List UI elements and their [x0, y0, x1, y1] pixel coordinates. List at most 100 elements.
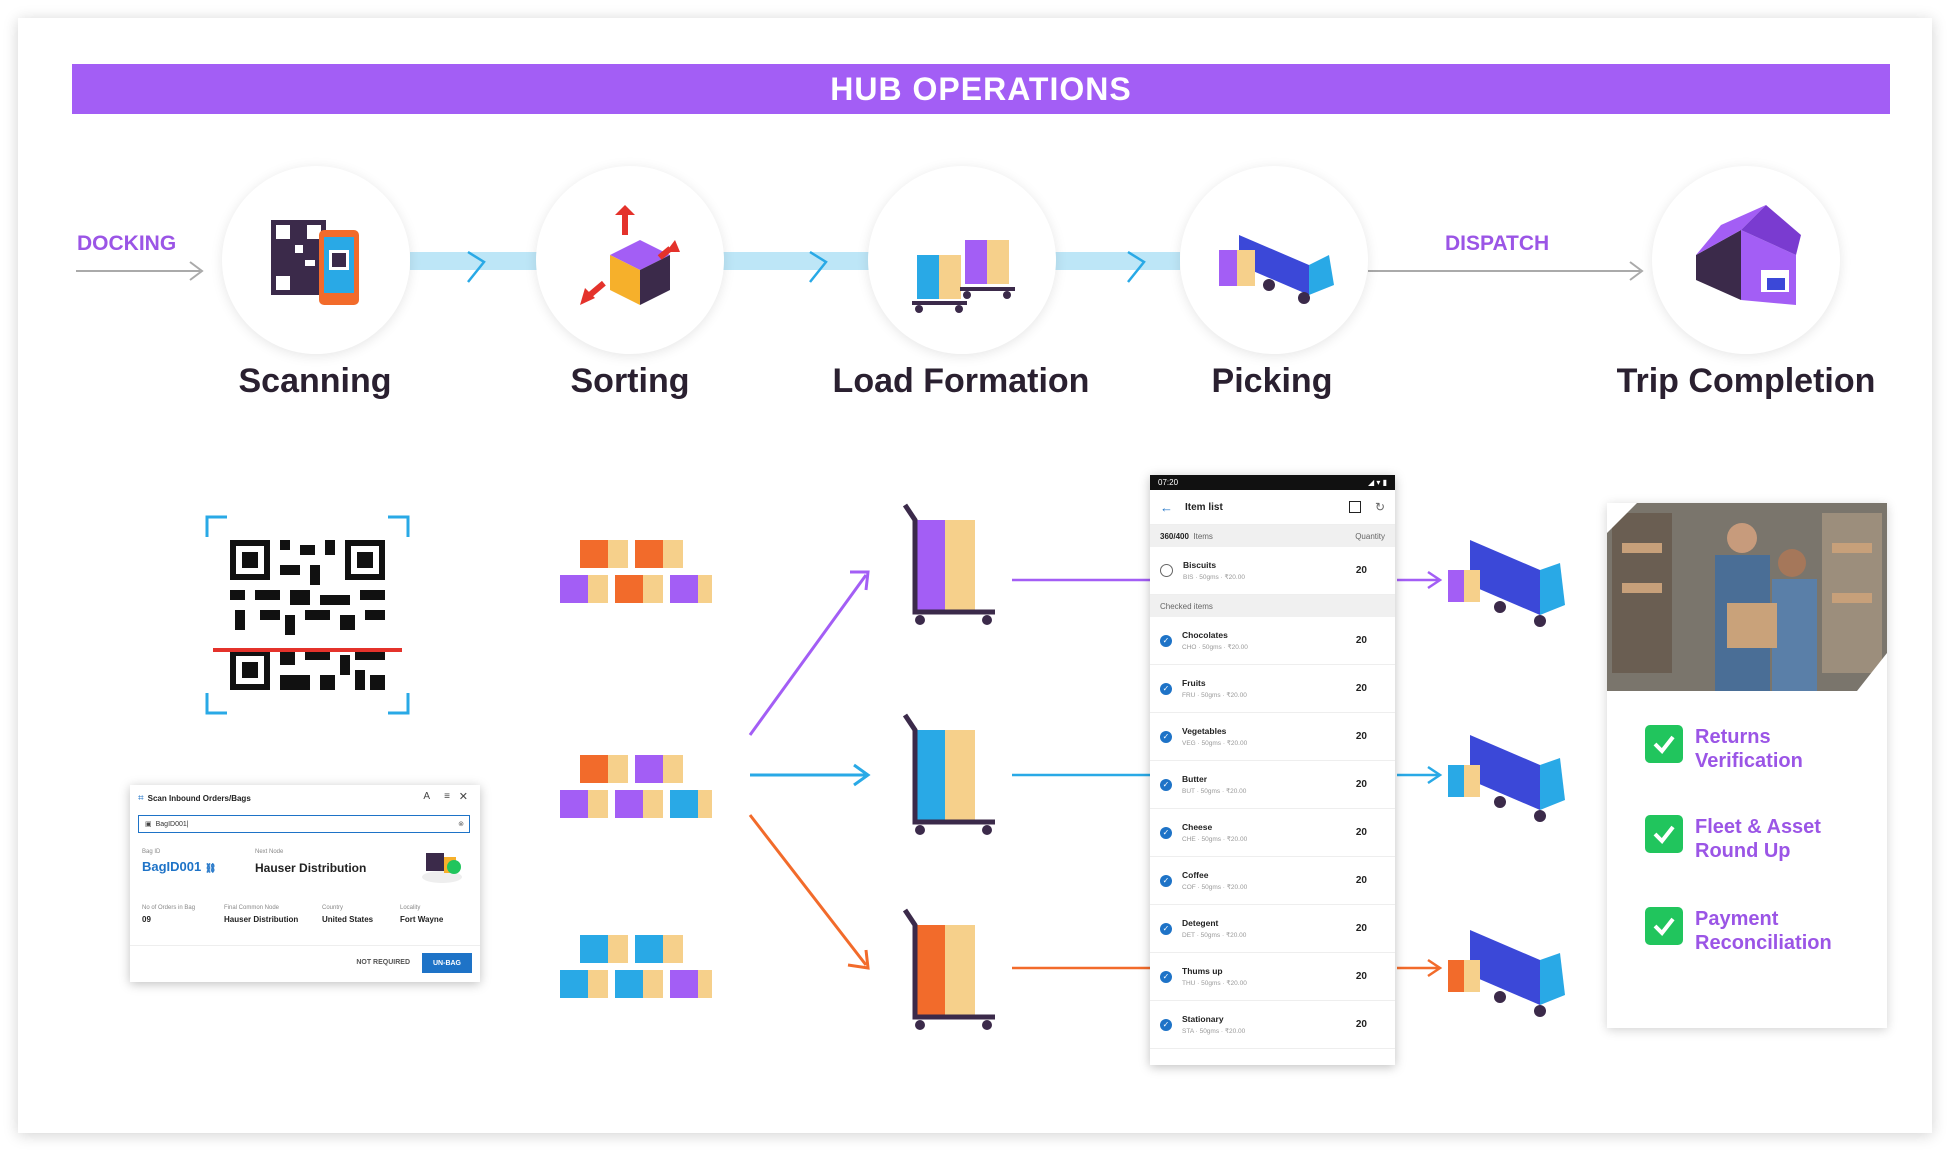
menu-icon[interactable]: ≡	[444, 791, 450, 802]
checked-icon[interactable]: ✓	[1160, 1018, 1172, 1031]
box-group-1	[560, 540, 712, 603]
box-group-2	[560, 755, 712, 818]
box-group-3	[560, 935, 712, 998]
item-meta: BUT · 50gms · ₹20.00	[1182, 788, 1247, 795]
check-returns: Returns Verification	[1645, 725, 1803, 773]
list-item-checked[interactable]: ✓ Thums up THU · 50gms · ₹20.00 20	[1150, 953, 1395, 1001]
item-meta: THU · 50gms · ₹20.00	[1182, 980, 1247, 987]
scan-input-value: BagID001|	[155, 820, 189, 828]
load-formation-circle	[868, 166, 1056, 354]
check-fleet: Fleet & Asset Round Up	[1645, 815, 1821, 863]
unbag-button[interactable]: UN-BAG	[422, 953, 472, 973]
sorting-box-icon	[580, 205, 680, 305]
font-icon[interactable]: A	[423, 791, 430, 802]
bag-id-block: Bag ID BagID001 ⛓	[142, 849, 216, 874]
trolley-purple	[902, 503, 995, 625]
not-required-button[interactable]: NOT REQUIRED	[356, 959, 410, 966]
item-name: Vegetables	[1182, 726, 1227, 736]
checked-icon[interactable]: ✓	[1160, 634, 1172, 647]
checked-icon[interactable]: ✓	[1160, 970, 1172, 983]
checked-icon[interactable]: ✓	[1160, 874, 1172, 887]
scan-input[interactable]: ▣ BagID001| ⊗	[138, 815, 470, 833]
truck-purple	[1448, 540, 1565, 627]
scan-dialog: ⌗ Scan Inbound Orders/Bags A ≡ ✕ ▣ BagID…	[130, 785, 480, 982]
trip-completion-circle	[1652, 166, 1840, 354]
item-meta: FRU · 50gms · ₹20.00	[1182, 692, 1247, 699]
quantity-label: Quantity	[1355, 531, 1385, 541]
item-qty: 20	[1355, 1019, 1367, 1030]
docking-label: DOCKING	[77, 232, 177, 255]
item-qty: 20	[1355, 971, 1367, 982]
trolley-blue	[902, 713, 995, 835]
check-icon	[1645, 907, 1683, 945]
docking-arrow-head	[189, 261, 204, 281]
clear-icon[interactable]: ⊗	[458, 821, 464, 828]
stage-label-scanning: Scanning	[238, 362, 392, 400]
item-qty: 20	[1355, 635, 1367, 646]
check-icon	[1645, 815, 1683, 853]
dispatch-arrow-head	[1629, 261, 1644, 281]
items-count: 360/400	[1160, 531, 1189, 541]
item-qty: 20	[1355, 731, 1367, 742]
dialog-footer: NOT REQUIRED UN-BAG	[130, 945, 480, 983]
close-icon[interactable]: ✕	[458, 791, 468, 803]
stage-label-sorting: Sorting	[570, 362, 690, 400]
qr-code	[230, 540, 385, 690]
radio-unchecked-icon[interactable]	[1160, 564, 1173, 577]
phone-status-bar: 07:20 ◢ ▾ ▮	[1150, 475, 1395, 490]
item-meta: CHO · 50gms · ₹20.00	[1182, 644, 1248, 651]
checked-icon[interactable]: ✓	[1160, 682, 1172, 695]
refresh-icon[interactable]: ↻	[1374, 500, 1385, 514]
scanning-circle	[222, 166, 410, 354]
checked-icon[interactable]: ✓	[1160, 826, 1172, 839]
connector-sort-load	[722, 252, 872, 270]
payment-reconciliation-label: Payment Reconciliation	[1695, 908, 1832, 954]
item-meta: STA · 50gms · ₹20.00	[1182, 1028, 1246, 1035]
checked-icon[interactable]: ✓	[1160, 730, 1172, 743]
truck-blue	[1448, 735, 1565, 822]
item-qty: 20	[1355, 875, 1367, 886]
item-qty: 20	[1355, 827, 1367, 838]
back-arrow-icon[interactable]: ←	[1160, 499, 1173, 515]
returns-verification-label: Returns Verification	[1695, 726, 1803, 772]
item-list-title: Item list	[1185, 501, 1223, 513]
checked-icon[interactable]: ✓	[1160, 778, 1172, 791]
dialog-header: ⌗ Scan Inbound Orders/Bags	[138, 793, 251, 804]
items-label: Items	[1193, 531, 1213, 541]
bag-id-value[interactable]: BagID001 ⛓	[142, 859, 217, 874]
link-icon: ⛓	[204, 863, 217, 873]
items-summary: 360/400 Items Quantity	[1150, 525, 1395, 547]
item-meta: COF · 50gms · ₹20.00	[1182, 884, 1248, 891]
next-node-label: Next Node	[255, 849, 284, 855]
item-qty: 20	[1355, 683, 1367, 694]
item-name: Fruits	[1182, 678, 1206, 688]
title-banner: HUB OPERATIONS	[72, 64, 1890, 114]
chevron-2	[809, 250, 828, 283]
bag-status-icon	[422, 853, 462, 883]
select-all-icon[interactable]	[1348, 501, 1361, 513]
item-qty: 20	[1355, 923, 1367, 934]
qr-phone-icon	[271, 220, 359, 305]
item-name: Thums up	[1182, 966, 1223, 976]
fleet-asset-label: Fleet & Asset Round Up	[1695, 816, 1821, 862]
checked-icon[interactable]: ✓	[1160, 922, 1172, 935]
trip-completion-panel: Returns Verification Fleet & Asset Round…	[1607, 503, 1887, 1028]
dispatch-label: DISPATCH	[1445, 232, 1550, 255]
stage-label-picking: Picking	[1211, 362, 1333, 400]
sort-arrowhead-blue	[853, 763, 871, 787]
check-payment: Payment Reconciliation	[1645, 907, 1832, 955]
connector-load-pick	[1055, 252, 1180, 270]
